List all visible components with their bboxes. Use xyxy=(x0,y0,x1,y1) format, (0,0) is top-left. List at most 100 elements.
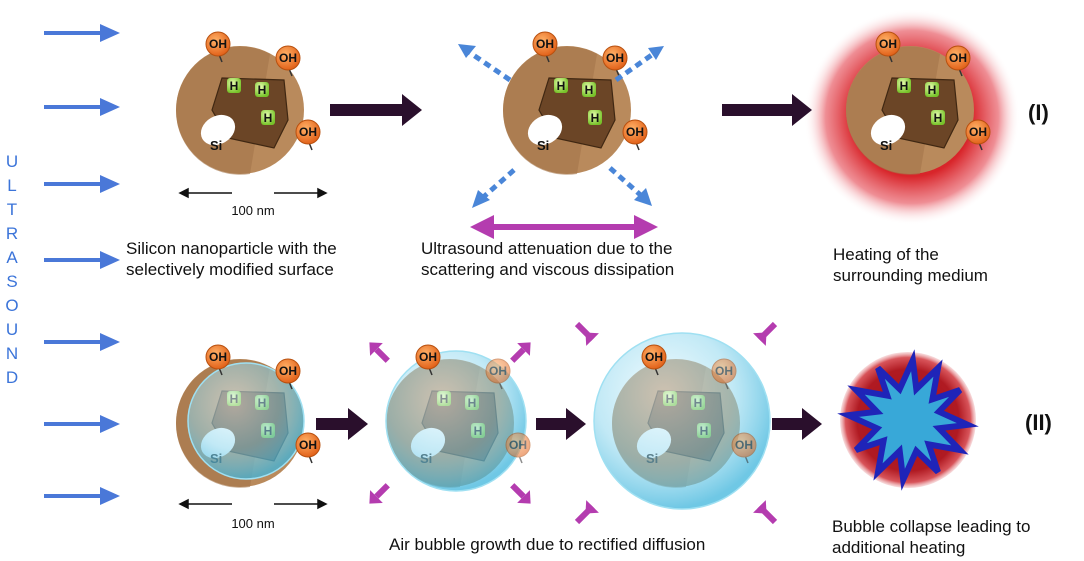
hydroxyl-label: OH xyxy=(209,37,227,51)
ultrasound-letter: O xyxy=(5,296,19,315)
caption-line: Heating of the xyxy=(833,245,939,264)
hydrogen-label: H xyxy=(591,111,600,125)
hydrogen-atom: H xyxy=(227,78,241,93)
caption-bubble-growth: Air bubble growth due to rectified diffu… xyxy=(389,534,705,555)
hydroxyl-group: OH xyxy=(205,31,231,63)
hydrogen-label: H xyxy=(230,79,239,93)
hydrogen-atom: H xyxy=(925,82,939,97)
hydroxyl-label: OH xyxy=(949,51,967,65)
hydroxyl-group: OH xyxy=(295,119,321,151)
hydroxyl-group: OH xyxy=(945,45,971,77)
hydroxyl-label: OH xyxy=(969,125,987,139)
hydrogen-atom: H xyxy=(582,82,596,97)
silicon-label: Si xyxy=(880,138,892,153)
hydroxyl-group: OH xyxy=(485,358,511,390)
ultrasound-arrow xyxy=(44,24,120,42)
caption-line: Bubble collapse leading to xyxy=(832,517,1031,536)
caption-line: surrounding medium xyxy=(833,266,988,285)
ultrasound-letter: R xyxy=(5,224,19,243)
hydroxyl-group: OH xyxy=(602,45,628,77)
hydroxyl-group: OH xyxy=(875,31,901,63)
collapse-star xyxy=(837,349,979,491)
hydroxyl-label: OH xyxy=(419,350,437,364)
hydrogen-label: H xyxy=(264,111,273,125)
hydroxyl-group: OH xyxy=(295,432,321,464)
growth-arrow xyxy=(369,483,390,504)
ultrasound-letter: L xyxy=(7,176,17,195)
hydrogen-label: H xyxy=(900,79,909,93)
air-bubble xyxy=(593,332,771,510)
caption-line: selectively modified surface xyxy=(126,260,334,279)
caption-heating: Heating of the surrounding medium xyxy=(833,244,988,286)
growth-arrow xyxy=(510,483,531,504)
ultrasound-letter: A xyxy=(6,248,18,267)
hydroxyl-label: OH xyxy=(645,350,663,364)
ultrasound-arrows xyxy=(44,24,120,505)
ultrasound-arrow xyxy=(44,175,120,193)
attenuation-arrow xyxy=(470,215,658,239)
hydrogen-label: H xyxy=(928,83,937,97)
caption-nanoparticle: Silicon nanoparticle with the selectivel… xyxy=(126,238,337,280)
growth-arrow xyxy=(574,500,599,525)
caption-line: Silicon nanoparticle with the xyxy=(126,239,337,258)
process-arrow xyxy=(722,94,812,126)
scatter-arrows xyxy=(464,47,658,202)
hydrogen-label: H xyxy=(934,111,943,125)
hydrogen-atom: H xyxy=(931,110,945,125)
caption-line: Ultrasound attenuation due to the xyxy=(421,239,673,258)
hydrogen-label: H xyxy=(585,83,594,97)
process-arrow xyxy=(330,94,422,126)
caption-line: additional heating xyxy=(832,538,966,557)
hydroxyl-group: OH xyxy=(731,432,757,464)
ultrasound-letter: U xyxy=(5,320,19,339)
ultrasound-arrow xyxy=(44,251,120,269)
hydrogen-label: H xyxy=(557,79,566,93)
hydroxyl-group: OH xyxy=(275,358,301,390)
ultrasound-arrow xyxy=(44,333,120,351)
ultrasound-letter: U xyxy=(5,152,19,171)
hydrogen-label: H xyxy=(258,83,267,97)
scatter-arrowheads xyxy=(458,44,664,208)
scale-label: 100 nm xyxy=(231,203,275,218)
hydroxyl-label: OH xyxy=(489,364,507,378)
row-tag-II: (II) xyxy=(1025,410,1052,435)
growth-arrow xyxy=(753,500,778,525)
row-tag-I: (I) xyxy=(1028,100,1049,125)
hydrogen-atom: H xyxy=(588,110,602,125)
hydroxyl-group: OH xyxy=(275,45,301,77)
hydroxyl-label: OH xyxy=(606,51,624,65)
silicon-label: Si xyxy=(210,138,222,153)
growth-arrows xyxy=(369,321,778,525)
process-arrow xyxy=(316,408,368,440)
hydroxyl-label: OH xyxy=(626,125,644,139)
scale-bar xyxy=(178,187,328,510)
hydroxyl-group: OH xyxy=(415,344,441,376)
hydroxyl-label: OH xyxy=(879,37,897,51)
hydroxyl-label: OH xyxy=(299,438,317,452)
ultrasound-letter: S xyxy=(6,272,18,291)
caption-collapse: Bubble collapse leading to additional he… xyxy=(832,516,1030,558)
caption-attenuation: Ultrasound attenuation due to the scatte… xyxy=(421,238,674,280)
growth-arrow xyxy=(574,321,599,346)
hydroxyl-group: OH xyxy=(711,358,737,390)
hydroxyl-label: OH xyxy=(299,125,317,139)
ultrasound-letter: D xyxy=(5,368,19,387)
hydroxyl-group: OH xyxy=(641,344,667,376)
process-arrow xyxy=(772,408,822,440)
hydroxyl-label: OH xyxy=(715,364,733,378)
hydroxyl-group: OH xyxy=(965,119,991,151)
silicon-label: Si xyxy=(537,138,549,153)
hydrogen-atom: H xyxy=(255,82,269,97)
hydroxyl-group: OH xyxy=(532,31,558,63)
hydroxyl-label: OH xyxy=(279,51,297,65)
hydroxyl-label: OH xyxy=(735,438,753,452)
air-bubble xyxy=(187,362,305,480)
hydroxyl-group: OH xyxy=(622,119,648,151)
